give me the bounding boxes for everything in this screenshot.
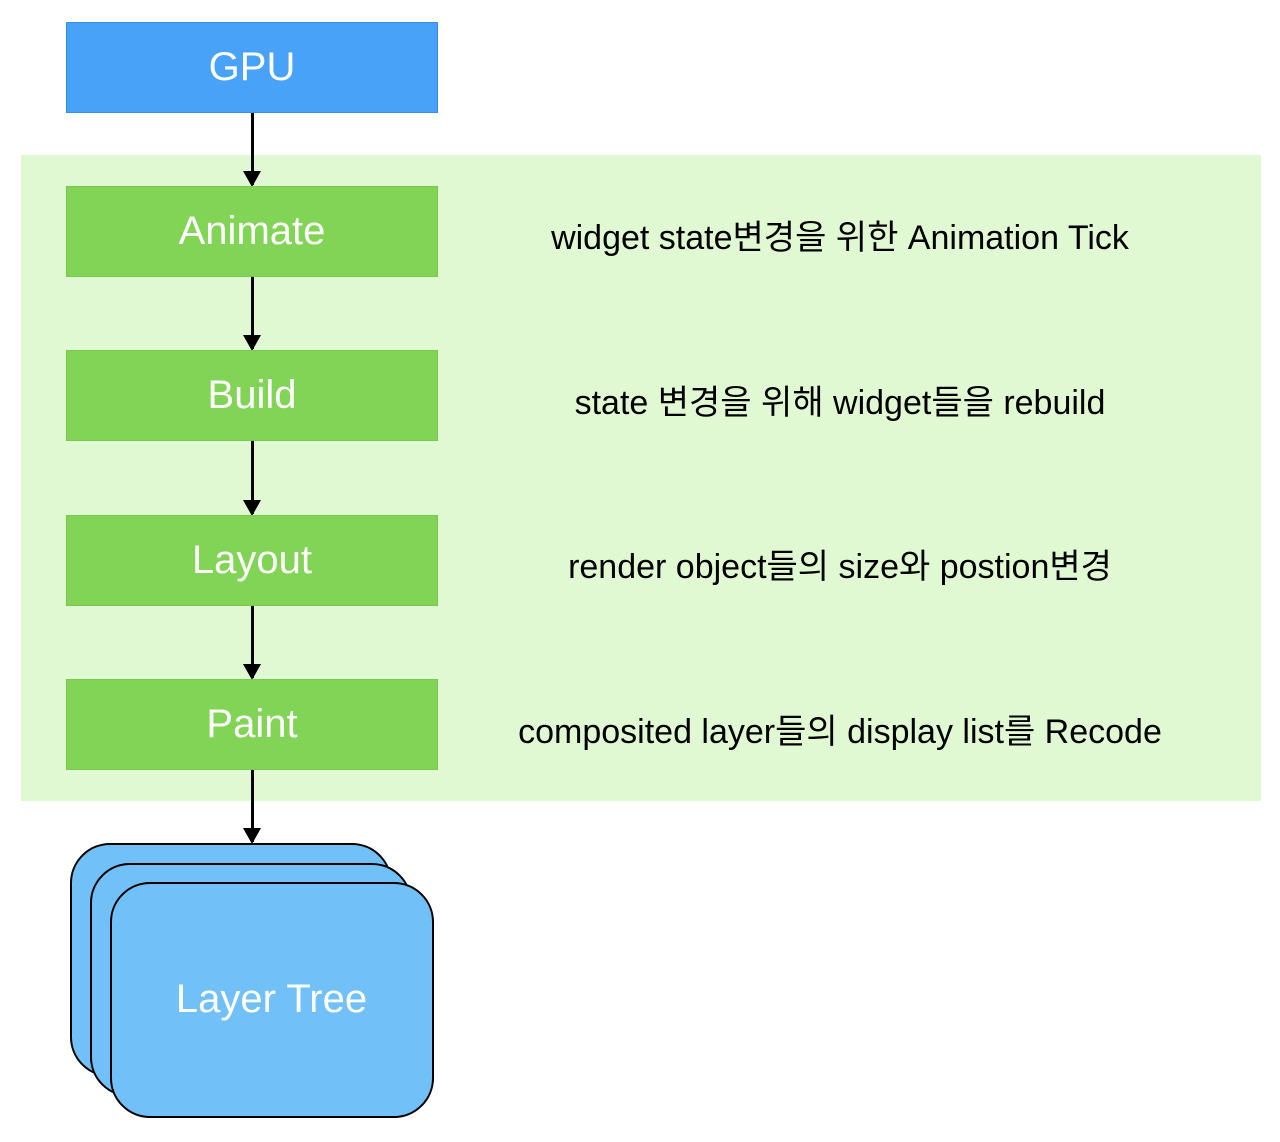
arrow-paint-to-layer-tree [243,770,261,844]
layer-tree-label: Layer Tree [175,977,368,1021]
arrow-build-to-layout [243,441,261,516]
arrow-layout-to-paint [243,606,261,680]
stage-animate: Animate [66,186,438,277]
stage-description: render object들의 size와 postion변경 [568,548,1112,586]
arrow-gpu-to-animate [243,113,261,187]
stage-label: Animate [178,209,326,253]
gpu-label: GPU [208,45,296,89]
stage-build: Build [66,350,438,441]
stage-description: widget state변경을 위한 Animation Tick [551,219,1129,257]
stage-layout: Layout [66,515,438,606]
stage-description: composited layer들의 display list를 Recode [518,713,1162,751]
layer-card-front [110,882,434,1118]
stage-description: state 변경을 위해 widget들을 rebuild [574,384,1106,422]
gpu-node: GPU [66,22,438,113]
stage-label: Paint [206,702,298,746]
stage-label: Build [207,373,297,417]
stage-paint: Paint [66,679,438,770]
arrow-animate-to-build [243,277,261,351]
stage-label: Layout [191,538,313,582]
